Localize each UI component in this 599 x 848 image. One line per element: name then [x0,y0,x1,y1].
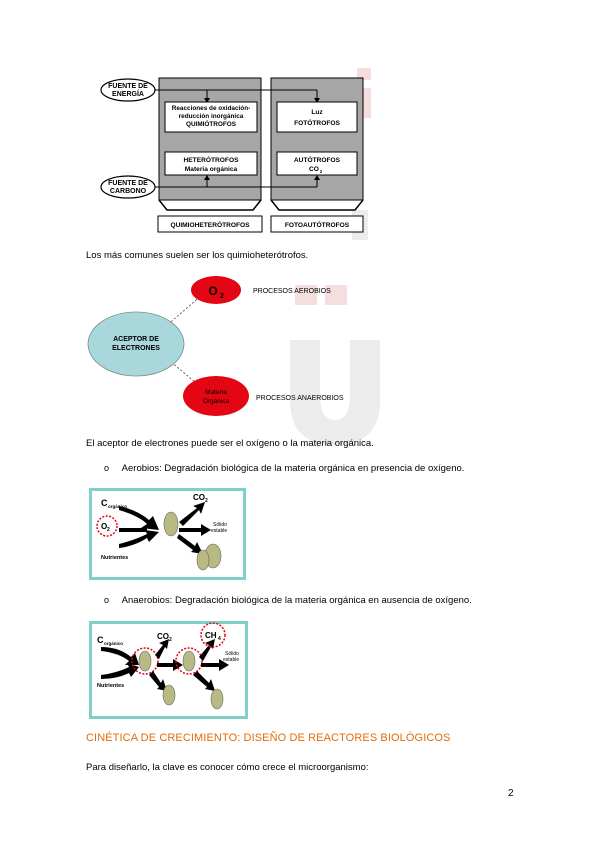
bullet-aerobic-text: Aerobios: Degradación biológica de la ma… [121,463,465,474]
co2-sub: 2 [169,637,172,643]
oxygen-label: O [208,284,217,298]
metabolism-classification-diagram: FUENTE DE ENERGÍA FUENTE DE CARBONO Reac… [100,77,364,233]
co2-label: CO [157,632,169,641]
microorganism-3 [182,650,196,672]
energy-source-line1: FUENTE DE [108,83,148,90]
heterotroph-line2: Materia orgánica [185,166,238,173]
carbon-source-line2: CARBONO [110,188,147,195]
paragraph-common: Los más comunes suelen ser los quimiohet… [86,250,309,261]
bullet-anaerobic-text: Anaerobios: Degradación biológica de la … [121,595,472,606]
heterotroph-box [164,151,258,176]
microorganism-1 [138,650,152,672]
acceptor-line2: ELECTRONES [112,345,160,352]
autotroph-box [276,151,358,176]
oxygen-circle [96,515,118,537]
chemoheterotroph-label: QUIMIOHETERÓTROFOS [170,220,250,229]
c-organic-label: C [97,635,104,645]
organic-matter-ellipse [183,376,249,416]
acceptor-ellipse [87,311,185,377]
redox-line2: reducción inorgánica [179,113,244,120]
redox-line3: QUIMIÓTROFOS [186,119,237,128]
solid-line2: estable [211,528,227,534]
page-number: 2 [508,788,514,799]
redox-box [164,101,258,133]
section-heading: CINÉTICA DE CRECIMIENTO: DISEÑO DE REACT… [86,732,451,744]
o2-label: O [101,522,107,531]
co2-sub: 2 [205,498,208,504]
nutrients-label: Nutrientes [101,555,128,561]
ch4-sub: 4 [218,636,221,642]
microorganism-1 [163,511,179,537]
solid-line1: Sólido [213,522,227,528]
redox-line1: Reacciones de oxidación- [172,105,251,112]
c-organic-sub: orgánico [104,641,123,646]
aerobic-degradation-figure: C orgánico O 2 CO 2 Sólido estable Nutri… [89,488,246,580]
acceptor-line1: ACEPTOR DE [113,336,159,343]
paragraph-acceptor: El aceptor de electrones puede ser el ox… [86,438,374,449]
autotroph-line1: AUTÓTROFOS [294,155,341,164]
c-organic-sub: orgánico [108,504,127,509]
chemotroph-panel [158,77,262,201]
c-organic-label: C [101,498,108,508]
bullet-marker: o [104,463,110,473]
autotroph-co: CO [309,166,319,173]
oxygen-sub: 2 [220,293,224,300]
microorganism-ring-1 [131,647,159,675]
photoautotroph-label: FOTOAUTÓTROFOS [285,220,350,229]
organic-line1: Materia [205,389,227,396]
anaerobic-process-label: PROCESOS ANAEROBIOS [256,395,344,402]
light-box [276,101,358,133]
carbon-source-line1: FUENTE DE [108,180,148,187]
bullet-anaerobic: o Anaerobios: Degradación biológica de l… [104,594,472,607]
autotroph-co-sub: 2 [320,169,323,174]
photoautotroph-label-box [270,215,364,233]
aerobic-process-label: PROCESOS AEROBIOS [253,288,331,295]
microorganism-ring-2 [175,647,203,675]
light-line2: FOTÓTROFOS [294,118,340,127]
ch4-label: CH [205,631,217,640]
o2-sub: 2 [107,527,110,533]
microorganism-4 [210,688,224,710]
chemoheterotroph-label-box [157,215,263,233]
light-line1: Luz [311,109,323,116]
heterotroph-line1: HETERÓTROFOS [184,155,240,164]
co2-label: CO [193,493,205,502]
bullet-aerobic: o Aerobios: Degradación biológica de la … [104,462,464,475]
bullet-marker: o [104,595,110,605]
organic-line2: Orgánica [203,398,230,405]
solid-line2: estable [223,657,239,663]
solid-line1: Sólido [225,651,239,657]
nutrients-label: Nutrientes [97,683,124,689]
paragraph-design: Para diseñarlo, la clave es conocer cómo… [86,762,369,773]
anaerobic-degradation-figure: C orgánico CO 2 CH 4 Sólido estable Nutr… [89,621,248,719]
microorganism-2 [162,684,176,706]
energy-source-line2: ENERGÍA [112,89,144,98]
microorganism-3 [196,549,210,571]
methane-circle [200,622,226,648]
oxygen-ellipse [191,276,241,304]
electron-acceptor-diagram: ACEPTOR DE ELECTRONES O 2 Materia Orgáni… [87,276,344,416]
